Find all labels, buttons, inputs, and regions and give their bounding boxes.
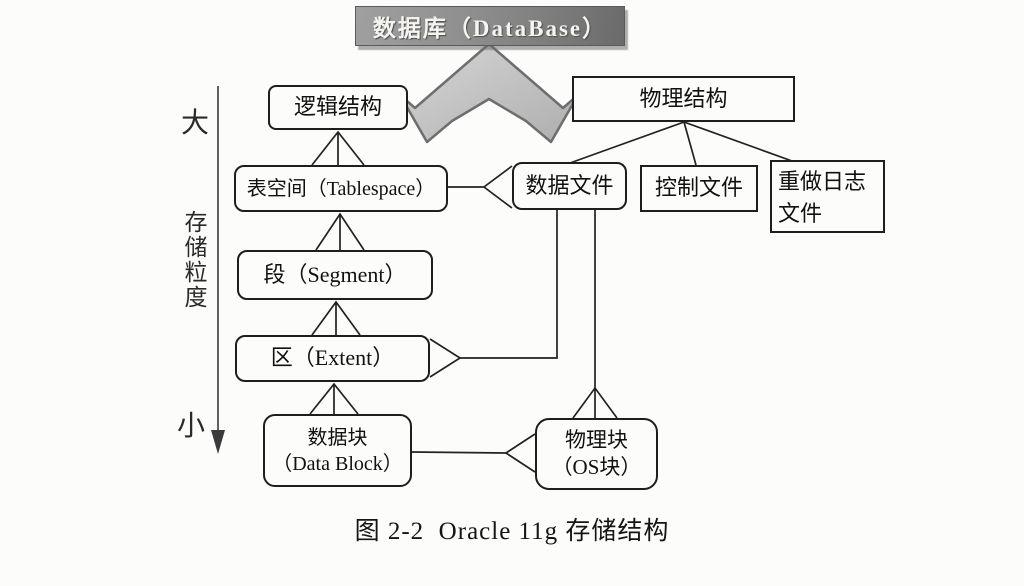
aggregation-triangle-extent xyxy=(311,300,361,336)
physical-structure-node: 物理结构 xyxy=(572,76,795,122)
aggregation-triangle-osblock-top xyxy=(572,386,618,419)
granularity-axis-label: 存储粒度 xyxy=(181,210,206,310)
tablespace-node: 表空间（Tablespace） xyxy=(234,165,448,212)
controlfile-node: 控制文件 xyxy=(640,165,758,212)
aggregation-triangle-segment xyxy=(315,212,365,251)
segment-node: 段（Segment） xyxy=(237,250,433,300)
edge-physical-children xyxy=(569,121,793,166)
aggregation-triangle-tablespace xyxy=(311,130,365,166)
edge-datablock-osblock xyxy=(411,451,507,454)
datablock-label-en: （Data Block） xyxy=(272,452,403,475)
edge-extent-datafile xyxy=(460,210,558,359)
aggregation-triangle-datafile-left xyxy=(482,165,513,209)
database-box: 数据库（DataBase） xyxy=(355,6,625,46)
osblock-label-en: （OS块） xyxy=(551,455,642,479)
aggregation-triangle-extent-right xyxy=(429,338,462,378)
datablock-node: 数据块 （Data Block） xyxy=(263,414,412,487)
granularity-label-small: 小 xyxy=(177,411,206,442)
aggregation-triangle-osblock-left xyxy=(504,433,536,473)
logical-structure-node: 逻辑结构 xyxy=(268,85,408,130)
granularity-label-large: 大 xyxy=(181,108,210,139)
osblock-label-cn: 物理块 xyxy=(565,427,628,452)
figure-caption: 图 2-2 Oracle 11g 存储结构 xyxy=(354,518,670,545)
split-arrow-icon xyxy=(398,42,580,144)
redolog-node: 重做日志文件 xyxy=(770,160,885,233)
datafile-node: 数据文件 xyxy=(512,162,627,210)
aggregation-triangle-datablock xyxy=(309,382,359,415)
datablock-label-cn: 数据块 xyxy=(307,426,368,449)
extent-node: 区（Extent） xyxy=(235,335,430,382)
osblock-node: 物理块 （OS块） xyxy=(535,418,658,490)
granularity-arrow xyxy=(211,86,225,454)
